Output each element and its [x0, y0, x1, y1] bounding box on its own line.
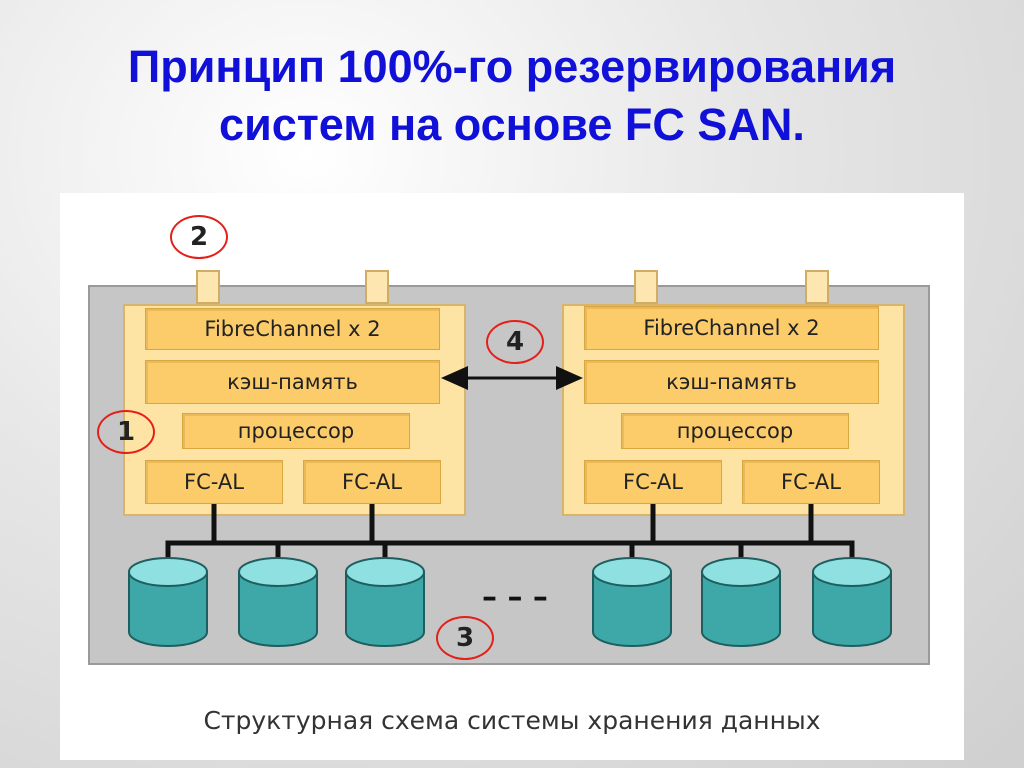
marker-3: 3 [436, 616, 494, 660]
fc-port-2 [365, 270, 389, 304]
controller-2-processor: процессор [621, 413, 849, 449]
slide-title: Принцип 100%-го резервирования систем на… [0, 38, 1024, 154]
controller-2-fibrechannel: FibreChannel x 2 [584, 306, 879, 350]
controller-2-cache: кэш-память [584, 360, 879, 404]
diagram-caption: Структурная схема системы хранения данны… [203, 706, 821, 735]
controller-1-fcal-left: FC-AL [145, 460, 283, 504]
controller-1-fcal-right: FC-AL [303, 460, 441, 504]
marker-4: 4 [486, 320, 544, 364]
disk-6 [812, 557, 892, 647]
disk-1 [128, 557, 208, 647]
disk-3 [345, 557, 425, 647]
disk-4 [592, 557, 672, 647]
disk-2 [238, 557, 318, 647]
marker-2: 2 [170, 215, 228, 259]
title-line-1: Принцип 100%-го резервирования [127, 41, 897, 92]
fc-port-1 [196, 270, 220, 304]
disk-5 [701, 557, 781, 647]
controller-1-cache: кэш-память [145, 360, 440, 404]
marker-1: 1 [97, 410, 155, 454]
disk-ellipsis: – – – [482, 580, 548, 615]
controller-2-fcal-right: FC-AL [742, 460, 880, 504]
controller-1-fibrechannel: FibreChannel x 2 [145, 308, 440, 350]
controller-2-fcal-left: FC-AL [584, 460, 722, 504]
fc-port-3 [634, 270, 658, 304]
fc-port-4 [805, 270, 829, 304]
title-line-2: систем на основе FC SAN. [219, 99, 805, 150]
controller-1-processor: процессор [182, 413, 410, 449]
